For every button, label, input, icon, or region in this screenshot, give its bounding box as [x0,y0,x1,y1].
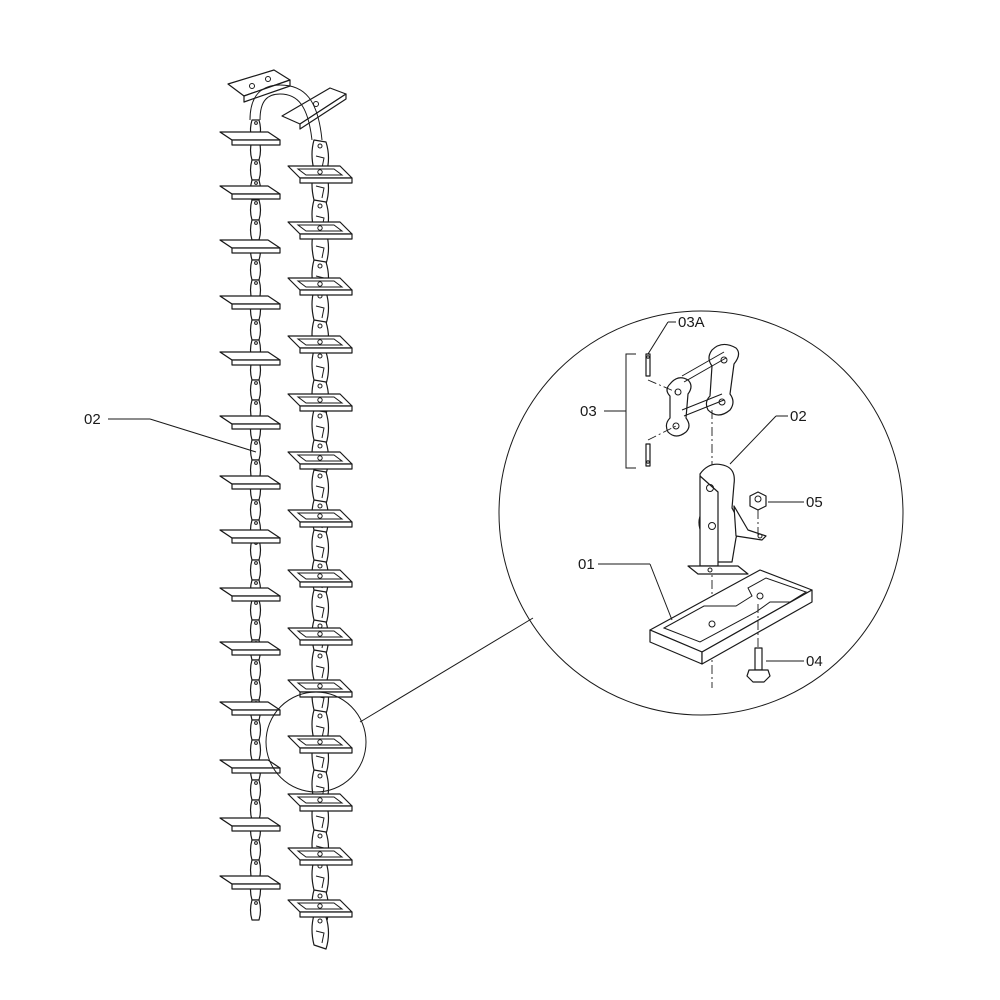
pin-clip-bottom [645,443,651,467]
pin-set-bracket [625,353,636,469]
callout-label-flight: 01 [578,556,595,573]
hex-bolt [746,647,771,683]
detail-connector-line [359,617,534,723]
pin-clip-top [645,353,651,377]
chain-right-strand [311,139,330,950]
callout-label-pin-clip: 03A [678,314,705,331]
callout-label-nut: 05 [806,494,823,511]
detail-view-circle [498,310,904,716]
connecting-link-pin-set [665,343,740,437]
callout-label-bolt: 04 [806,653,823,670]
flight-plate [649,569,813,665]
chain-top-loop [249,84,323,141]
detail-magnifier-small-circle [265,691,367,793]
chain-link-detail [687,463,767,575]
callout-label-chain-link: 02 [790,408,807,425]
hex-nut [749,491,767,511]
chain-assembly-overview: 02 [84,69,353,950]
callout-label-chain: 02 [84,411,101,428]
top-mount-plate-right [281,87,347,130]
top-mount-plate-left [227,69,291,103]
detail-view: 03A 03 [578,314,823,688]
callout-label-pin-set: 03 [580,403,597,420]
